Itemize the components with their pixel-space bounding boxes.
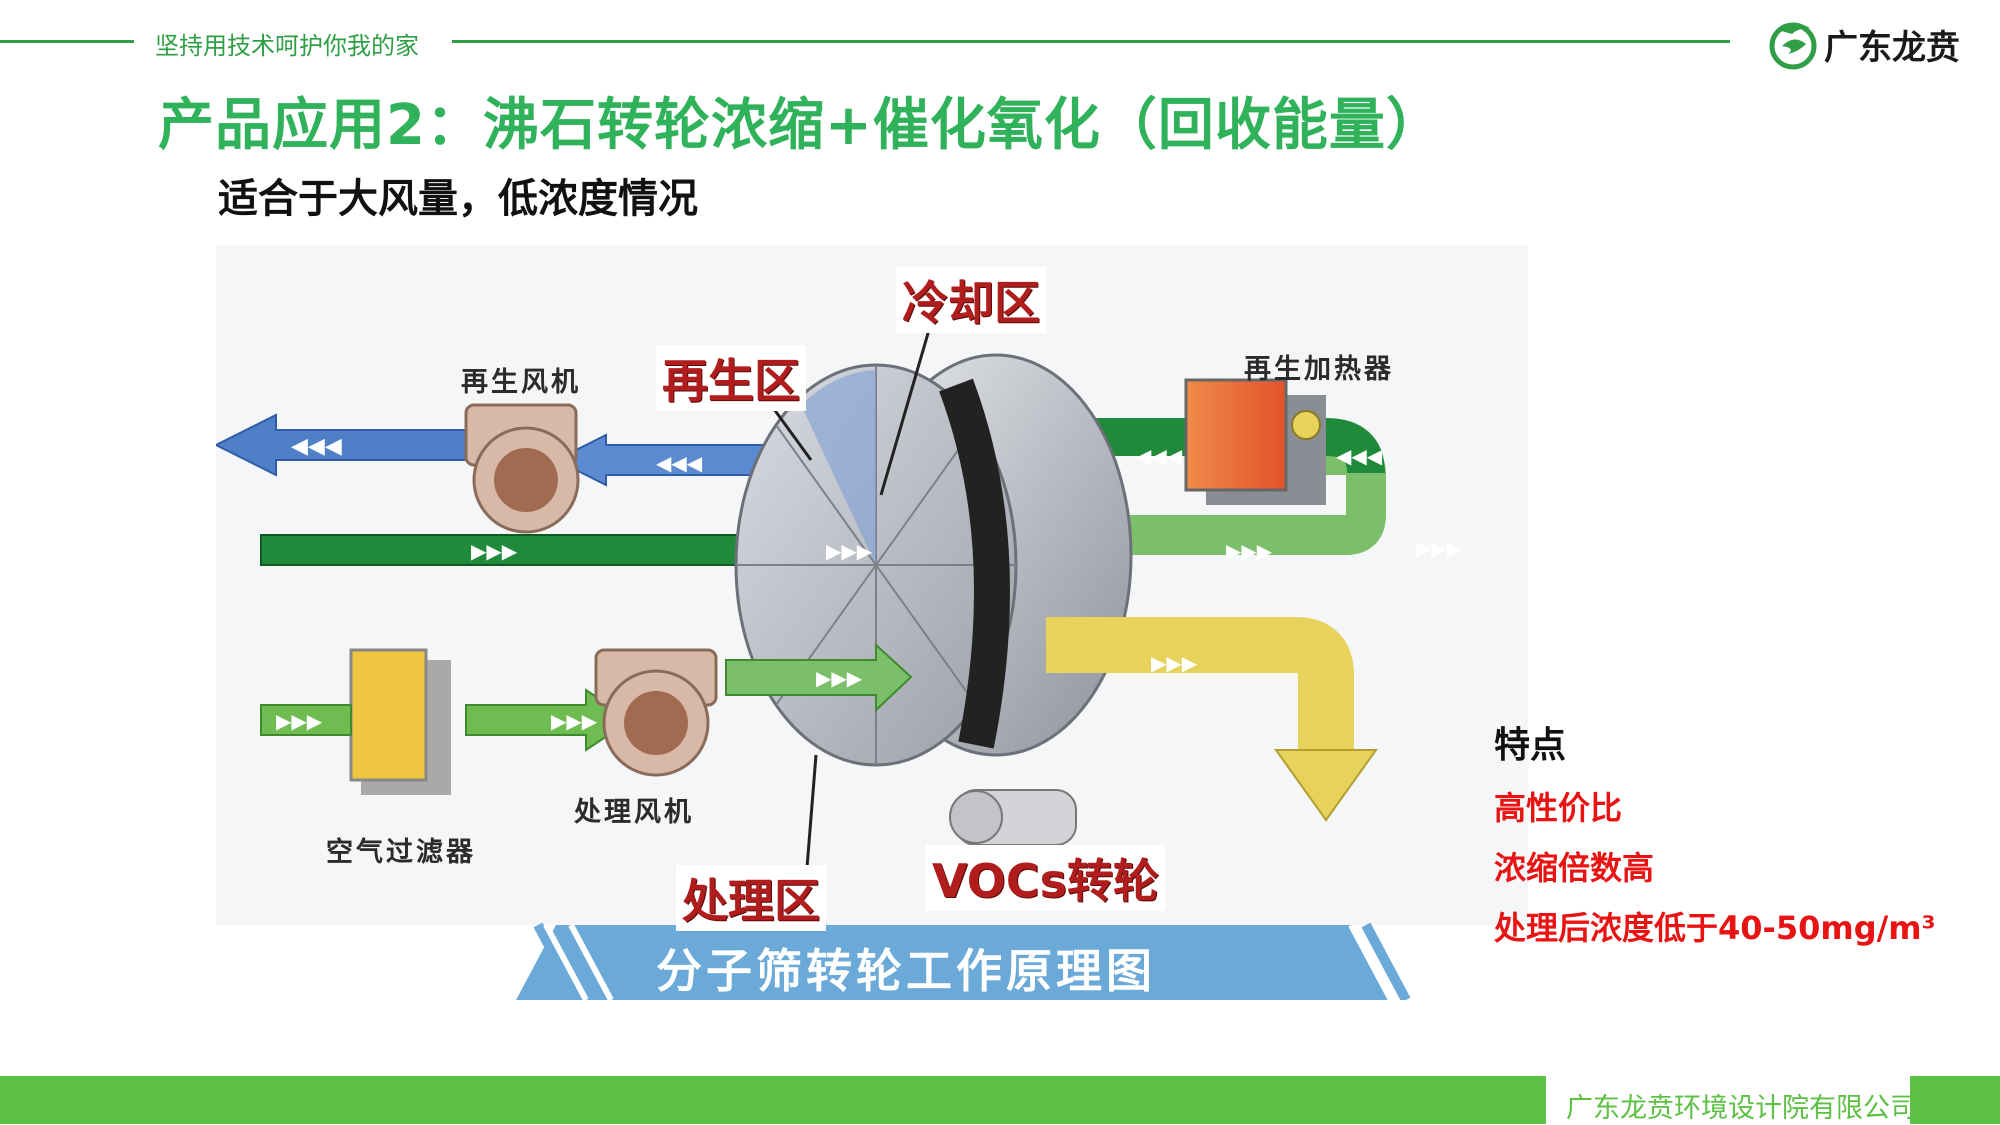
clean-air-flow-yellow bbox=[1046, 617, 1354, 755]
page-title: 产品应用2：沸石转轮浓缩+催化氧化（回收能量） bbox=[158, 93, 1443, 158]
label-voc-wheel: VOCs转轮 bbox=[926, 845, 1166, 911]
header-rule-right bbox=[452, 40, 1730, 43]
svg-text:◀◀◀: ◀◀◀ bbox=[656, 451, 703, 475]
air-filter-icon bbox=[349, 648, 451, 795]
svg-text:▶▶▶: ▶▶▶ bbox=[551, 709, 598, 733]
zeolite-wheel-diagram: ◀◀◀ ◀◀◀ ◀◀◀ ◀◀◀ ▶▶▶ ▶▶▶ ▶▶▶ ▶▶▶ ▶▶▶ ▶▶▶ … bbox=[213, 245, 1528, 1003]
footer-company-name: 广东龙贲环境设计院有限公司 bbox=[1566, 1093, 1917, 1124]
diagram-artwork: ◀◀◀ ◀◀◀ ◀◀◀ ◀◀◀ ▶▶▶ ▶▶▶ ▶▶▶ ▶▶▶ ▶▶▶ ▶▶▶ … bbox=[213, 245, 1528, 1003]
svg-text:◀◀◀: ◀◀◀ bbox=[1136, 444, 1183, 468]
regen-heater-icon bbox=[1184, 378, 1326, 505]
page-subtitle: 适合于大风量，低浓度情况 bbox=[218, 176, 698, 222]
wheel-motor bbox=[949, 789, 1077, 846]
label-process-fan: 处理风机 bbox=[574, 797, 694, 828]
feature-item: 浓缩倍数高 bbox=[1494, 849, 1655, 887]
header-brand: 广东龙贲 bbox=[1824, 28, 1960, 68]
svg-text:▶▶▶: ▶▶▶ bbox=[826, 539, 873, 563]
header-rule-left bbox=[0, 40, 134, 43]
flow-chevrons: ◀◀◀ ◀◀◀ ◀◀◀ ◀◀◀ ▶▶▶ ▶▶▶ ▶▶▶ ▶▶▶ ▶▶▶ ▶▶▶ … bbox=[276, 434, 1463, 733]
label-regen-heater: 再生加热器 bbox=[1244, 354, 1394, 385]
svg-text:▶▶▶: ▶▶▶ bbox=[471, 539, 518, 563]
regen-fan-icon bbox=[464, 403, 580, 534]
svg-text:▶▶▶: ▶▶▶ bbox=[1416, 536, 1463, 560]
svg-text:◀◀◀: ◀◀◀ bbox=[291, 434, 342, 459]
diagram-banner-title: 分子筛转轮工作原理图 bbox=[656, 944, 1156, 998]
svg-text:◀◀◀: ◀◀◀ bbox=[1336, 444, 1383, 468]
footer-company-box bbox=[1546, 1072, 1910, 1125]
label-air-filter: 空气过滤器 bbox=[326, 837, 476, 868]
process-fan-icon bbox=[594, 648, 718, 777]
svg-text:▶▶▶: ▶▶▶ bbox=[1151, 651, 1198, 675]
feature-item: 高性价比 bbox=[1494, 789, 1623, 827]
inlet-flow-green bbox=[260, 704, 352, 736]
regen-flow-dark-green-right bbox=[1066, 418, 1385, 475]
header-slogan: 坚持用技术呵护你我的家 bbox=[155, 32, 419, 60]
label-cooling-zone: 冷却区 bbox=[896, 267, 1046, 333]
svg-text:▶▶▶: ▶▶▶ bbox=[816, 666, 863, 690]
label-regen-zone: 再生区 bbox=[656, 345, 806, 411]
zeolite-wheel bbox=[734, 353, 1133, 767]
feature-item: 处理后浓度低于40-50mg/m³ bbox=[1494, 909, 1936, 947]
label-process-zone: 处理区 bbox=[676, 865, 826, 931]
label-regen-fan: 再生风机 bbox=[461, 367, 581, 398]
svg-text:▶▶▶: ▶▶▶ bbox=[276, 709, 323, 733]
company-logo-icon bbox=[1769, 22, 1817, 70]
features-title: 特点 bbox=[1494, 725, 1567, 766]
process-flow-to-wheel bbox=[725, 642, 913, 713]
diagram-banner bbox=[516, 922, 1419, 1003]
svg-text:▶▶▶: ▶▶▶ bbox=[1226, 539, 1273, 563]
